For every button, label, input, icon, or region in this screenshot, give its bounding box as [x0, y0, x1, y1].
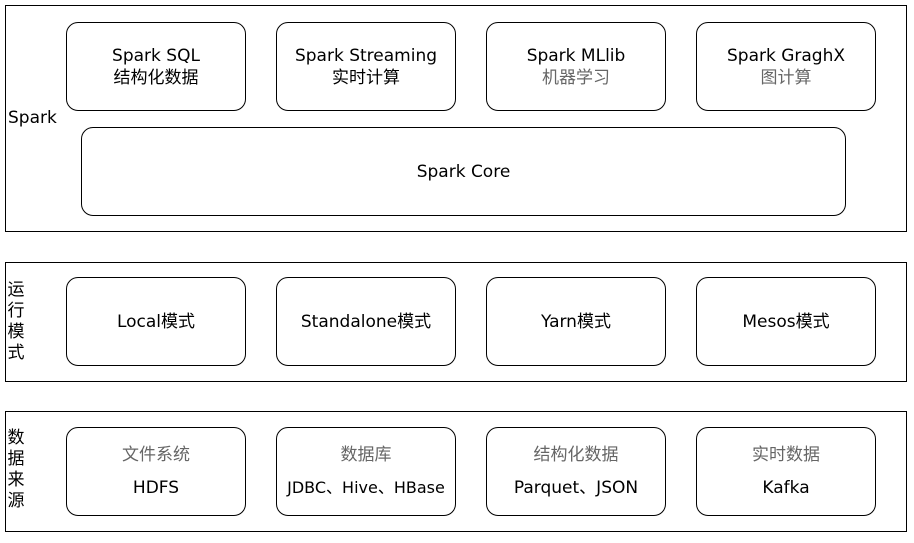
- module-description: 结构化数据: [113, 67, 199, 88]
- spark-graphx-module: Spark GraghX 图计算: [696, 22, 876, 111]
- label-char: 式: [7, 343, 25, 363]
- spark-streaming-module: Spark Streaming 实时计算: [276, 22, 456, 111]
- mode-label: Standalone模式: [300, 311, 432, 332]
- label-char: 来: [7, 470, 25, 490]
- mode-label: Local模式: [116, 311, 196, 332]
- label-char: 据: [7, 449, 25, 469]
- realtime-data-source-box: 实时数据 Kafka: [696, 427, 876, 516]
- source-examples: Kafka: [762, 478, 810, 498]
- label-char: 行: [7, 301, 25, 321]
- label-char: 源: [7, 491, 25, 511]
- standalone-mode-box: Standalone模式: [276, 277, 456, 366]
- yarn-mode-box: Yarn模式: [486, 277, 666, 366]
- source-category: 文件系统: [122, 445, 190, 465]
- module-name: Spark SQL: [112, 45, 200, 66]
- mesos-mode-box: Mesos模式: [696, 277, 876, 366]
- spark-layer-label: Spark: [8, 108, 57, 128]
- label-char: 模: [7, 322, 25, 342]
- spark-core-label: Spark Core: [416, 161, 511, 182]
- module-name: Spark GraghX: [726, 45, 846, 66]
- module-name: Spark Streaming: [294, 45, 438, 66]
- label-char: 运: [7, 280, 25, 300]
- file-system-source-box: 文件系统 HDFS: [66, 427, 246, 516]
- module-description: 图计算: [760, 67, 812, 88]
- source-examples: JDBC、Hive、HBase: [287, 478, 445, 497]
- source-category: 实时数据: [752, 445, 820, 465]
- mode-label: Yarn模式: [541, 311, 611, 332]
- local-mode-box: Local模式: [66, 277, 246, 366]
- source-category: 结构化数据: [533, 445, 619, 465]
- data-source-layer-label: 数 据 来 源: [6, 428, 26, 512]
- spark-sql-module: Spark SQL 结构化数据: [66, 22, 246, 111]
- source-examples: Parquet、JSON: [513, 478, 639, 498]
- module-description: 实时计算: [332, 67, 400, 88]
- module-name: Spark MLlib: [526, 45, 626, 66]
- database-source-box: 数据库 JDBC、Hive、HBase: [276, 427, 456, 516]
- run-mode-layer-label: 运 行 模 式: [6, 280, 26, 364]
- mode-label: Mesos模式: [742, 311, 830, 332]
- source-category: 数据库: [340, 445, 392, 465]
- structured-data-source-box: 结构化数据 Parquet、JSON: [486, 427, 666, 516]
- module-description: 机器学习: [542, 67, 610, 88]
- label-char: 数: [7, 428, 25, 448]
- source-examples: HDFS: [132, 478, 180, 498]
- spark-core-box: Spark Core: [81, 127, 846, 216]
- spark-mllib-module: Spark MLlib 机器学习: [486, 22, 666, 111]
